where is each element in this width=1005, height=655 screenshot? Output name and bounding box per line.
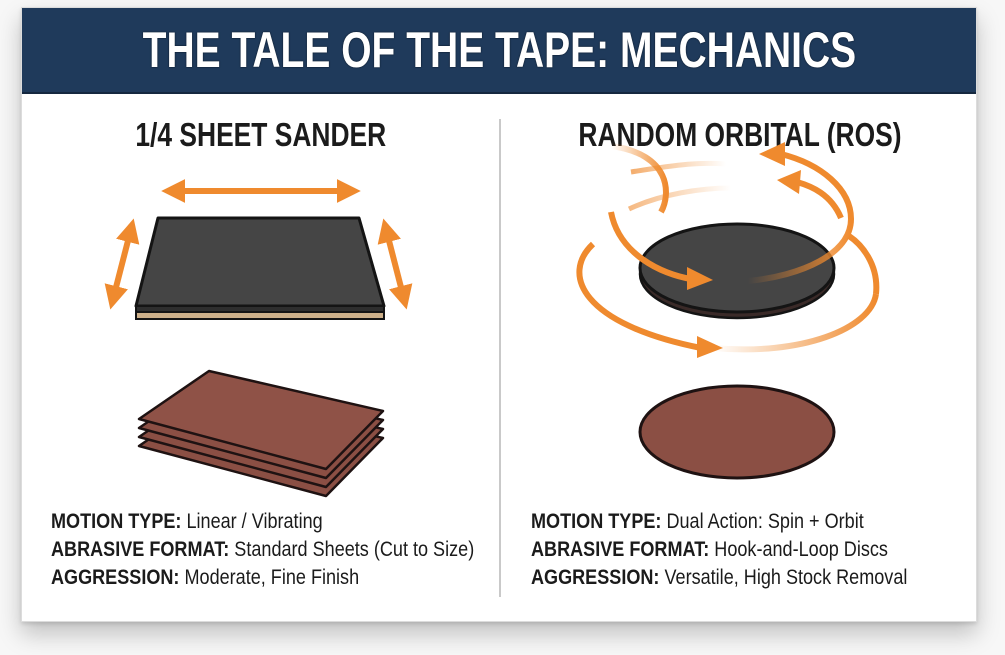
inner-spin-arrow-icon xyxy=(608,142,854,290)
spec-row-motion: MOTION TYPE: Dual Action: Spin + Orbit xyxy=(531,510,864,533)
hook-and-loop-disc-icon xyxy=(638,384,836,480)
panel-random-orbital: RANDOM ORBITAL (ROS) xyxy=(501,94,978,623)
header-banner: THE TALE OF THE TAPE: MECHANICS xyxy=(22,8,976,94)
stacked-sandpaper-sheets-icon xyxy=(137,369,385,498)
specs-sheet-sander: MOTION TYPE: Linear / Vibrating ABRASIVE… xyxy=(51,508,474,592)
round-pad-icon xyxy=(638,222,836,320)
spec-row-abrasive: ABRASIVE FORMAT: Hook-and-Loop Discs xyxy=(531,538,888,561)
left-motion-arrow-icon xyxy=(104,218,140,310)
rectangular-pad-icon xyxy=(134,216,386,320)
spec-row-aggression: AGGRESSION: Moderate, Fine Finish xyxy=(51,566,360,589)
spec-row-motion: MOTION TYPE: Linear / Vibrating xyxy=(51,510,323,533)
sheet-sander-illustration xyxy=(104,179,413,498)
column-divider xyxy=(499,119,501,597)
panel-title-sheet-sander: 1/4 SHEET SANDER xyxy=(135,116,386,153)
specs-random-orbital: MOTION TYPE: Dual Action: Spin + Orbit A… xyxy=(531,508,907,592)
panel-title-random-orbital: RANDOM ORBITAL (ROS) xyxy=(577,116,902,153)
random-orbital-illustration xyxy=(576,142,880,480)
right-motion-arrow-icon xyxy=(377,218,413,310)
outer-orbit-arrow-icon xyxy=(576,233,880,358)
comparison-card: THE TALE OF THE TAPE: MECHANICS 1/4 SHEE… xyxy=(21,7,977,622)
spec-row-abrasive: ABRASIVE FORMAT: Standard Sheets (Cut to… xyxy=(51,538,475,561)
page-title: THE TALE OF THE TAPE: MECHANICS xyxy=(142,22,856,78)
spec-row-aggression: AGGRESSION: Versatile, High Stock Remova… xyxy=(531,566,908,589)
panel-sheet-sander: 1/4 SHEET SANDER xyxy=(22,94,499,623)
